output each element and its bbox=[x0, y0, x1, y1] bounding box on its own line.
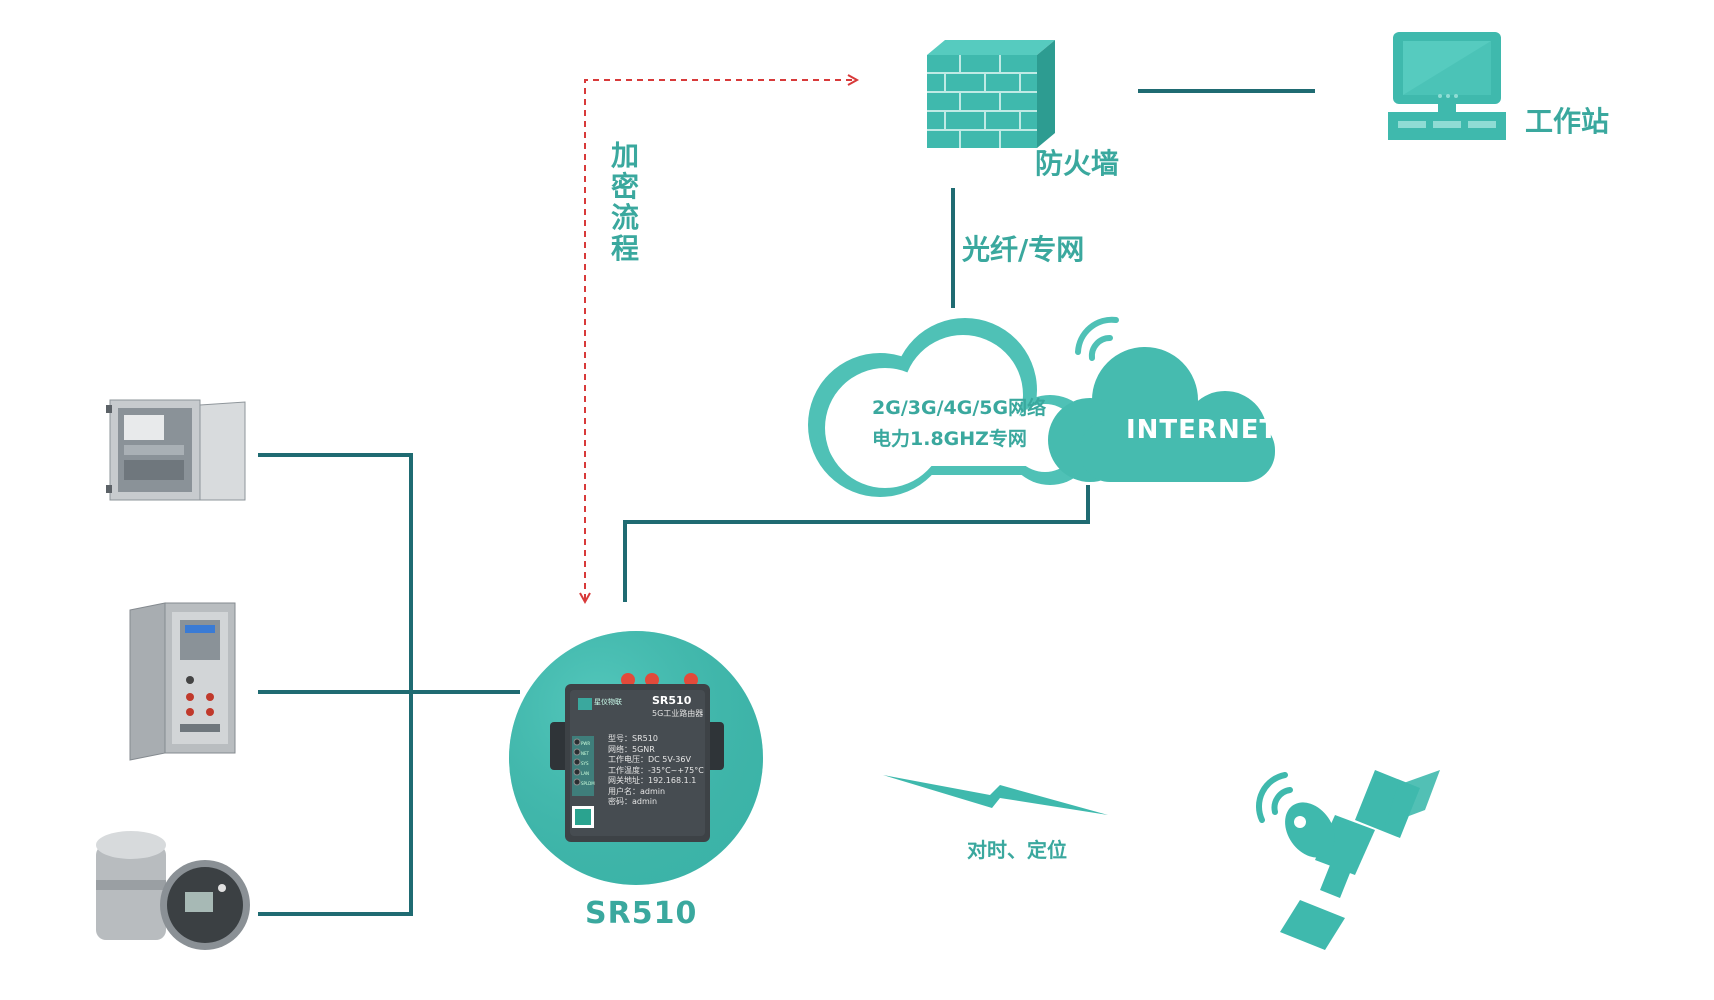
router-led-label: LAN bbox=[581, 771, 590, 776]
router-spec-item: 用户名：admin bbox=[608, 786, 666, 796]
router-spec-item: 网关地址：192.168.1.1 bbox=[608, 776, 697, 785]
router-spec-item: 型号：SR510 bbox=[608, 734, 658, 743]
internet-label: INTERNET bbox=[1126, 415, 1279, 445]
lightning-icon bbox=[883, 775, 1108, 815]
router-led-label: SYS bbox=[581, 761, 589, 766]
encrypt-flow-arrow bbox=[579, 74, 860, 605]
encrypt-flow-label: 加密流程 bbox=[610, 139, 639, 265]
satellite-icon bbox=[1255, 770, 1440, 950]
cloud-private-net-label: 电力1.8GHZ专网 bbox=[872, 428, 1027, 450]
device-bus-line bbox=[258, 453, 413, 916]
cloud-icon bbox=[808, 318, 1275, 497]
router-leds bbox=[573, 738, 581, 786]
cabinet-device-icon bbox=[129, 602, 236, 761]
router-led-label: SPLDM bbox=[581, 781, 595, 786]
router-logo bbox=[578, 698, 592, 710]
router-spec-item: 工作温度：-35°C~+75°C bbox=[608, 765, 704, 775]
cabinet-device-icon bbox=[106, 399, 246, 501]
router-led-labels: PWR NET SYS LAN SPLDM bbox=[581, 739, 595, 789]
firewall-label: 防火墙 bbox=[1035, 147, 1120, 180]
internet-router-link bbox=[623, 485, 1090, 602]
router-spec-item: 网络：5GNR bbox=[608, 744, 655, 754]
wifi-signal-icon bbox=[1075, 316, 1119, 361]
router-led-label: PWR bbox=[581, 741, 591, 746]
router-name-label: SR510 bbox=[585, 896, 698, 931]
router-subtitle: 5G工业路由器 bbox=[652, 709, 704, 718]
router-spec-list: 型号：SR510 网络：5GNR 工作电压：DC 5V-36V 工作温度：-35… bbox=[608, 734, 704, 808]
workstation-icon bbox=[1388, 32, 1506, 140]
time-position-label: 对时、定位 bbox=[967, 838, 1067, 862]
router-spec-item: 密码：admin bbox=[608, 797, 658, 806]
router-model: SR510 bbox=[652, 694, 692, 707]
firewall-icon bbox=[927, 40, 1055, 148]
cloud-network-label: 2G/3G/4G/5G网络 bbox=[872, 397, 1047, 419]
meter-device-icon bbox=[96, 831, 250, 950]
fiber-label: 光纤/专网 bbox=[962, 233, 1085, 266]
workstation-label: 工作站 bbox=[1525, 105, 1610, 138]
router-brand: 星仪物联 bbox=[594, 698, 622, 706]
router-spec-item: 工作电压：DC 5V-36V bbox=[608, 755, 691, 764]
router-led-label: NET bbox=[581, 751, 589, 756]
router-device-icon bbox=[550, 673, 724, 842]
